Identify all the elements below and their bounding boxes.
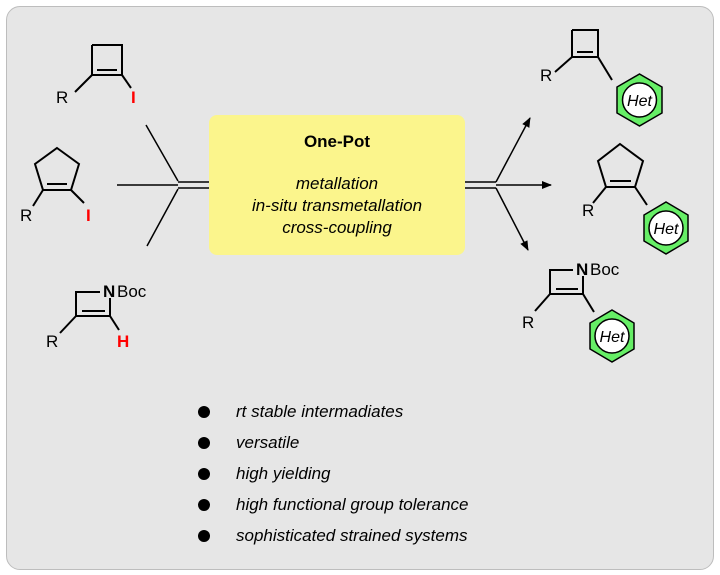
p3-nitrogen-label: N [576,260,588,279]
product-azetinyl-heteroarene [534,269,595,313]
p3-r-label: R [522,313,534,332]
one-pot-steps: metallation in-situ transmetallation cro… [209,173,465,239]
cyclobutenyl-iodide [74,44,132,93]
sm3-nitrogen-label: N [103,282,115,301]
step-transmetallation: in-situ transmetallation [251,196,423,215]
sm1-r-label: R [56,88,68,107]
product-cyclobutenyl-heteroarene [554,29,613,81]
heteroaryl-circle-3 [594,318,630,354]
heteroaryl-circle-1 [621,82,658,118]
step-cross-coupling: cross-coupling [282,218,392,237]
sm3-boc-label: Boc [117,282,147,301]
converging-arrow [117,124,209,247]
feature-item: high yielding [196,458,469,489]
sm3-hydrogen-label: H [117,332,129,351]
feature-list: rt stable intermadiates versatile high y… [196,396,469,551]
nboc-azetine [59,291,120,334]
one-pot-title: One-Pot [303,132,371,151]
p3-boc-label: Boc [590,260,620,279]
sm2-r-label: R [20,206,32,225]
diverging-arrows [465,117,552,251]
het-label-2: Het [654,221,679,238]
one-pot-box: One-Pot metallation in-situ transmetalla… [209,115,465,255]
feature-item: sophisticated strained systems [196,520,469,551]
step-metallation: metallation [295,174,379,193]
p2-r-label: R [582,201,594,220]
product-cyclopentenyl-heteroarene [592,142,648,206]
sm2-iodine-label: I [86,206,91,225]
cyclopentenyl-iodide [32,146,85,207]
p1-r-label: R [540,66,552,85]
het-label-3: Het [600,329,625,346]
feature-item: versatile [196,427,469,458]
sm3-r-label: R [46,332,58,351]
sm1-iodine-label: I [131,88,136,107]
scheme-panel [6,6,714,570]
feature-item: high functional group tolerance [196,489,469,520]
heteroaryl-circle-2 [648,210,684,246]
het-label-1: Het [627,93,652,110]
feature-item: rt stable intermadiates [196,396,469,427]
